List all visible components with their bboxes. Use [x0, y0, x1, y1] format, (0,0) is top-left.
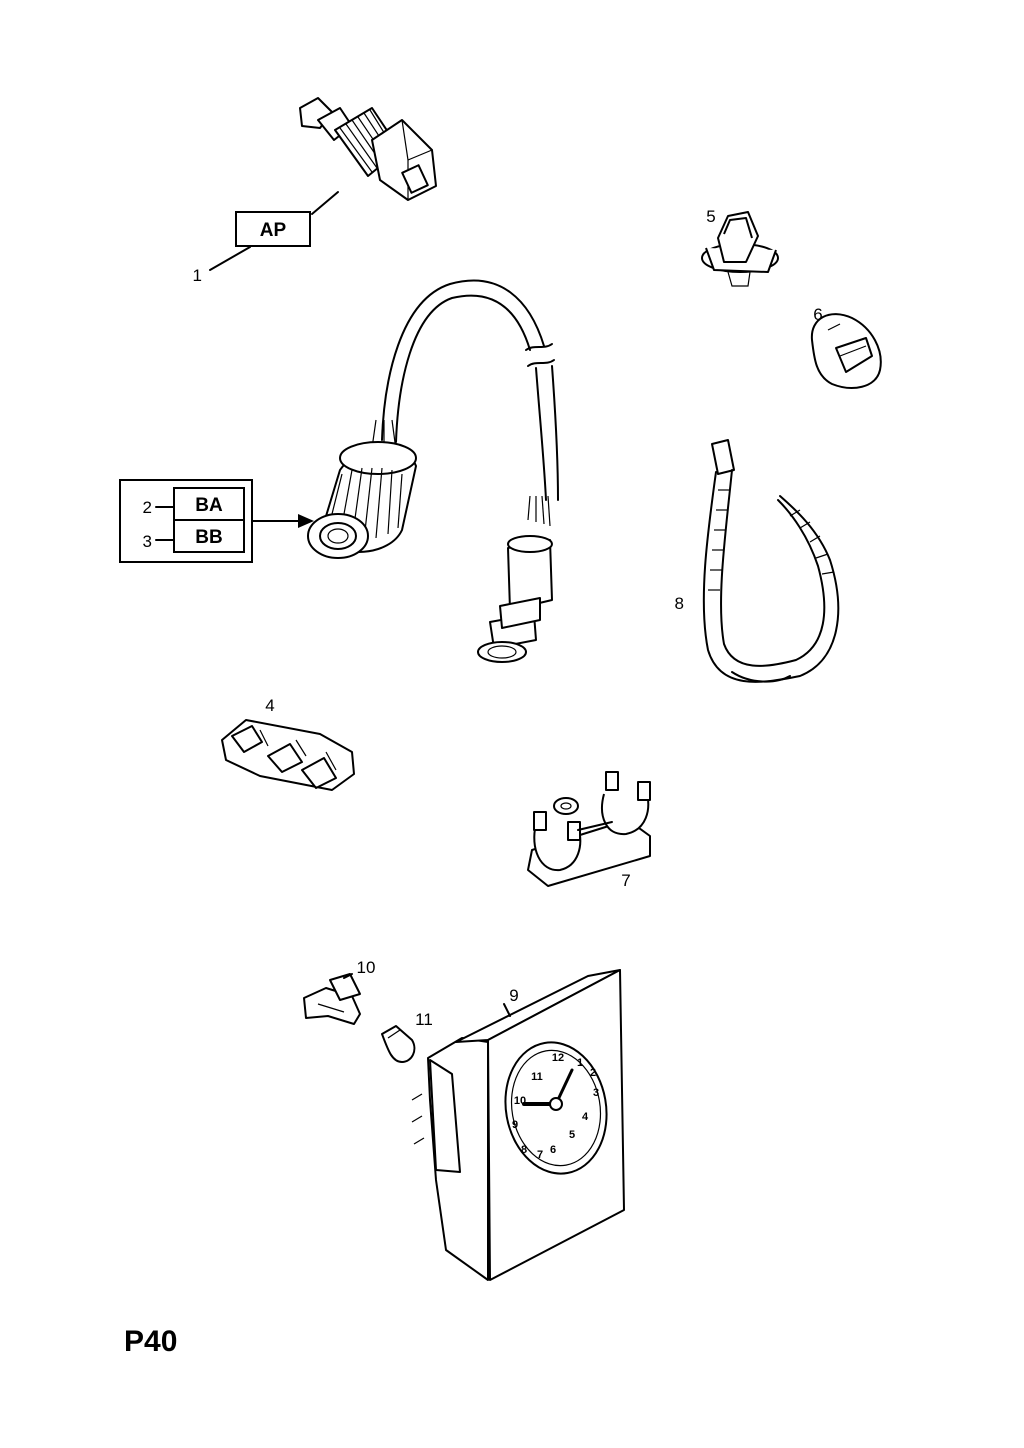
part-4-clip-strip[interactable]: [221, 719, 355, 791]
code-ba-label: BA: [195, 495, 223, 516]
clock-numeral-9: 9: [512, 1119, 518, 1131]
part-11-bulb[interactable]: [381, 1025, 416, 1063]
callout-8: 8: [675, 594, 684, 613]
clock-numeral-3: 3: [593, 1087, 599, 1099]
part-8-cable-tie[interactable]: [702, 439, 840, 683]
clock-numeral-6: 6: [550, 1144, 556, 1156]
part-1-sensor[interactable]: [299, 97, 437, 215]
callout-5: 5: [706, 207, 715, 226]
callout-1: 1: [193, 266, 202, 285]
callout-11: 11: [415, 1010, 433, 1029]
callout-7: 7: [621, 871, 630, 890]
page-code: P40: [124, 1325, 177, 1358]
part-6-clip[interactable]: [810, 313, 882, 389]
clock-numeral-2: 2: [590, 1067, 596, 1079]
part-9-clock[interactable]: 12 1 2 3 4 5 6 7 8 9 10 11: [411, 969, 625, 1281]
callout-4: 4: [265, 696, 274, 715]
callout-10: 10: [357, 958, 376, 977]
part-2-3-harness[interactable]: [307, 279, 559, 663]
code-box-ba-bb: BA BB: [119, 479, 314, 563]
part-10-bulb-holder[interactable]: [303, 973, 361, 1025]
clock-numeral-1: 1: [577, 1057, 583, 1069]
arrow-head: [298, 514, 314, 528]
code-box-ap: AP: [209, 211, 311, 271]
clock-numeral-7: 7: [537, 1149, 543, 1161]
clock-numeral-5: 5: [569, 1129, 575, 1141]
part-7-double-clamp[interactable]: [527, 771, 651, 887]
clock-numeral-4: 4: [582, 1111, 589, 1123]
clock-numeral-12: 12: [552, 1052, 564, 1064]
part-5-clip[interactable]: [701, 211, 779, 287]
code-bb-label: BB: [195, 527, 222, 548]
callout-9: 9: [509, 986, 518, 1005]
clock-numeral-8: 8: [521, 1144, 527, 1156]
callout-6: 6: [813, 305, 822, 324]
clock-numeral-11: 11: [531, 1071, 543, 1083]
code-ap-label: AP: [260, 220, 287, 241]
callout-3: 3: [143, 532, 152, 551]
callout-2: 2: [143, 498, 152, 517]
